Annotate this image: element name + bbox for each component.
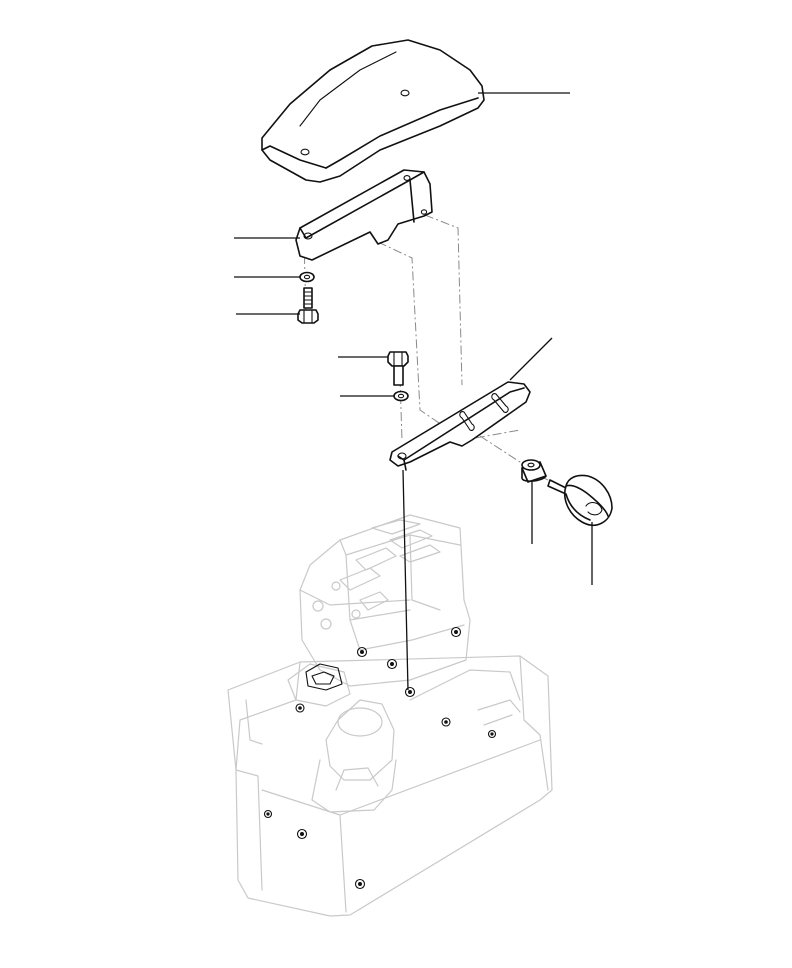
control-knob	[547, 474, 613, 526]
console-bolt-heads	[263, 626, 497, 890]
bolt-left	[297, 287, 319, 324]
lower-bracket	[389, 381, 531, 471]
washer-left	[299, 271, 315, 283]
upper-bracket	[295, 169, 433, 261]
control-console	[227, 514, 553, 917]
spacer-bushing	[521, 459, 547, 483]
leader-lines	[234, 92, 593, 691]
armrest-cushion	[261, 39, 485, 183]
joystick-assembly	[287, 663, 397, 813]
bolt-center	[387, 351, 409, 386]
washer-center	[393, 390, 409, 402]
